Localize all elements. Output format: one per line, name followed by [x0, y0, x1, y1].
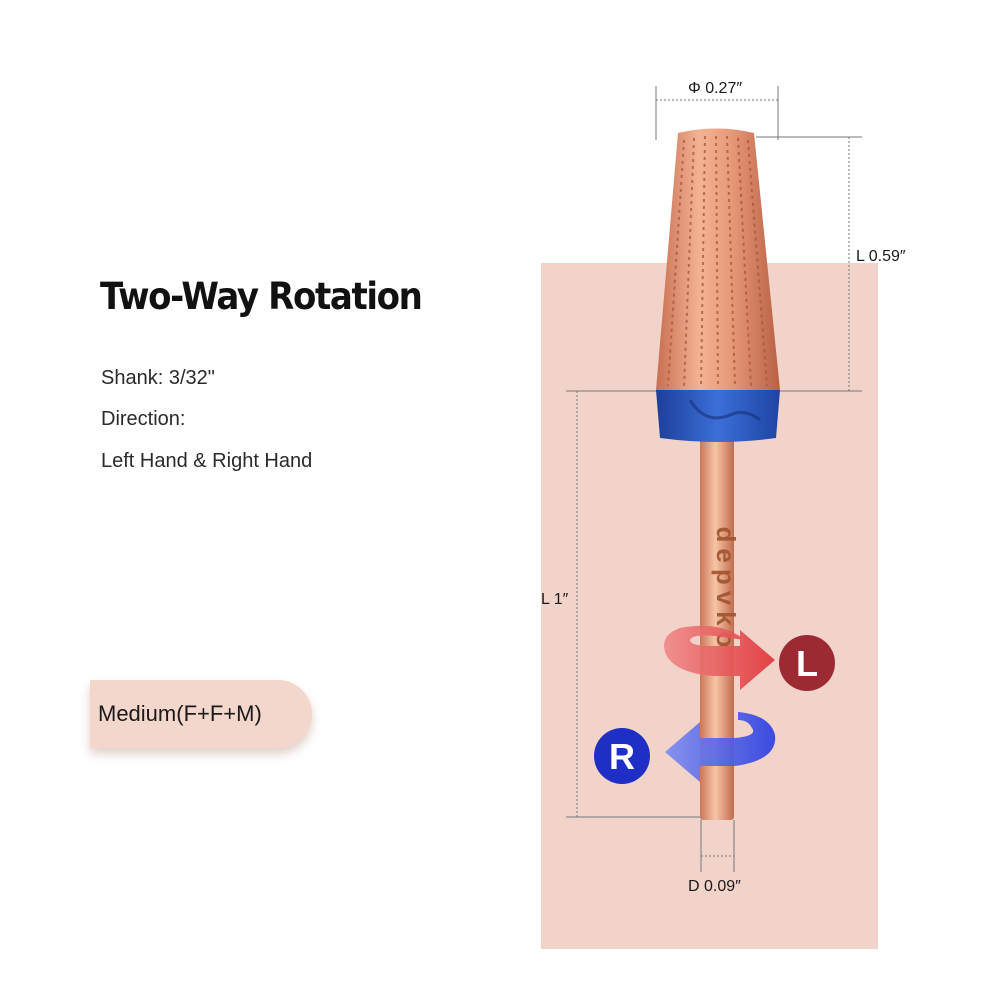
left-rotation-arrow-icon: [664, 625, 775, 690]
left-badge: [779, 635, 835, 691]
spec-direction: Direction:: [101, 408, 186, 430]
right-badge: [594, 728, 650, 784]
grade-pill: Medium(F+F+M): [90, 680, 312, 748]
right-badge-label: R: [609, 736, 635, 777]
diameter-dimension: [655, 86, 779, 140]
head-length-label: L 0.59″: [856, 248, 906, 265]
diameter-label: Φ 0.27″: [688, 80, 742, 97]
left-badge-label: L: [796, 643, 818, 684]
head-length-dimension: [756, 136, 862, 392]
shank-length-dimension: [566, 390, 700, 818]
shank-diameter-dimension: [700, 820, 735, 872]
grade-label: Medium(F+F+M): [98, 701, 262, 726]
spec-shank: Shank: 3/32": [101, 367, 215, 389]
right-rotation-arrow-icon: [665, 712, 776, 782]
spec-hands: Left Hand & Right Hand: [101, 450, 313, 472]
cone-head: [656, 128, 780, 390]
heading: Two-Way Rotation: [100, 275, 423, 318]
shank-length-label: L 1″: [541, 591, 569, 608]
collar: [656, 390, 780, 442]
bit-shank: [700, 420, 734, 820]
shank-diameter-label: D 0.09″: [688, 878, 741, 895]
